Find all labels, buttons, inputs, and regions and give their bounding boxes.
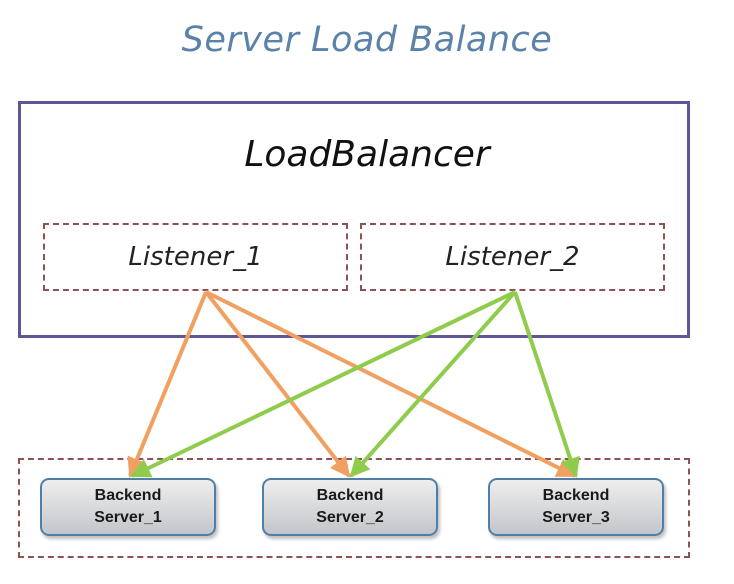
listener-2-box: Listener_2 <box>360 223 665 291</box>
backend-server-1: Backend Server_1 <box>40 478 216 536</box>
backend-server-3: Backend Server_3 <box>488 478 664 536</box>
arrow-listener-2-server-3 <box>513 291 580 478</box>
backend-server-2-line1: Backend <box>316 487 384 504</box>
backend-server-2: Backend Server_2 <box>262 478 438 536</box>
backend-server-2-line2: Server_2 <box>316 509 384 526</box>
load-balancer-label: LoadBalancer <box>244 134 490 175</box>
backend-server-1-line2: Server_1 <box>94 509 162 526</box>
backend-server-1-line1: Backend <box>94 487 162 504</box>
backend-server-3-line2: Server_3 <box>542 509 610 526</box>
listener-2-label: Listener_2 <box>445 242 580 272</box>
load-balancer-box <box>18 101 690 338</box>
arrow-listener-2-server-2 <box>349 290 517 478</box>
arrow-listener-1-server-3 <box>205 290 577 478</box>
listener-1-box: Listener_1 <box>43 223 348 291</box>
arrow-listener-1-server-1 <box>127 291 208 478</box>
arrow-listener-1-server-2 <box>204 290 351 478</box>
listener-1-label: Listener_1 <box>128 242 263 272</box>
backend-server-3-line1: Backend <box>542 487 610 504</box>
arrow-listener-2-server-1 <box>130 290 516 478</box>
diagram-title: Server Load Balance <box>181 20 553 60</box>
